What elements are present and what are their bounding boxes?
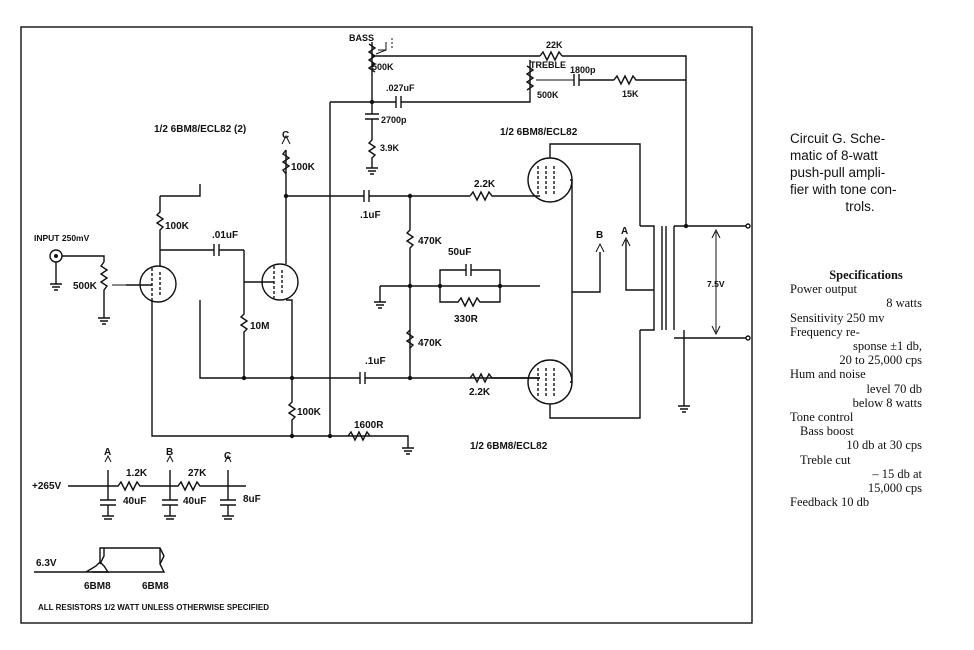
label-470k-top: 470K xyxy=(418,236,443,247)
tube-v4-pentode xyxy=(527,359,573,405)
label-bass: BASS xyxy=(349,33,374,43)
tube-v3-pentode xyxy=(527,157,573,203)
label-2-2k-bottom: 2.2K xyxy=(469,387,491,398)
spec-value: 8 watts xyxy=(886,296,922,311)
label-2700p: 2700p xyxy=(381,115,407,125)
caption-line: trols. xyxy=(845,199,875,214)
label-input: INPUT 250mV xyxy=(34,233,90,243)
spec-row: Hum and noise xyxy=(790,367,866,382)
spec-value: level 70 db xyxy=(866,381,922,396)
spec-row: Treble cut xyxy=(800,452,851,467)
label-1800p: 1800p xyxy=(570,65,596,75)
label-tube-bottom-right: 1/2 6BM8/ECL82 xyxy=(470,441,548,452)
label-heater-2: 6BM8 xyxy=(142,581,169,592)
label-tube-left: 1/2 6BM8/ECL82 (2) xyxy=(154,124,246,135)
label-500k-treble: 500K xyxy=(537,90,559,100)
label-100k-left: 100K xyxy=(165,221,190,232)
spec-value: below 8 watts xyxy=(852,395,922,410)
label-10m: 10M xyxy=(250,321,269,332)
label-500k-input: 500K xyxy=(73,281,98,292)
label-c-top: C xyxy=(282,130,289,141)
label-3-9k: 3.9K xyxy=(380,143,400,153)
label-100k-bottom: 100K xyxy=(297,407,322,418)
label-supply: +265V xyxy=(32,481,62,492)
label-treble: TREBLE xyxy=(530,60,566,70)
label-node-a: A xyxy=(104,447,111,458)
spec-value: 15,000 cps xyxy=(867,481,922,496)
tube-v1-triode xyxy=(139,265,177,303)
spec-row: Feedback 10 db xyxy=(790,495,870,510)
power-supply xyxy=(34,454,246,573)
spec-row: Frequency re- xyxy=(790,324,860,339)
spec-value: – 15 db at xyxy=(872,466,922,481)
label-1uf-top: .1uF xyxy=(360,210,381,221)
label-7-5v: 7.5V xyxy=(707,279,725,289)
spec-row: Tone control xyxy=(790,410,854,425)
spec-row: Bass boost xyxy=(800,424,854,439)
phase-splitter xyxy=(244,134,470,442)
figure-caption: Circuit G. Sche- matic of 8-watt push-pu… xyxy=(790,130,930,215)
label-100k-top: 100K xyxy=(291,162,316,173)
tone-control-section xyxy=(329,38,687,436)
label-22k: 22K xyxy=(546,40,563,50)
spec-value: 10 db at 30 cps xyxy=(846,438,922,453)
label-27k: 27K xyxy=(188,468,207,479)
caption-line: fier with tone con- xyxy=(790,182,897,197)
label-470k-bottom: 470K xyxy=(418,338,443,349)
spec-row: Sensitivity 250 mv xyxy=(790,310,885,325)
label-tube-top-right: 1/2 6BM8/ECL82 xyxy=(500,127,578,138)
label-footnote: ALL RESISTORS 1/2 WATT UNLESS OTHERWISE … xyxy=(38,603,269,612)
label-heater-1: 6BM8 xyxy=(84,581,111,592)
spec-value: 20 to 25,000 cps xyxy=(839,353,922,368)
specs-heading: Specifications xyxy=(829,268,903,282)
schematic-frame xyxy=(20,26,753,624)
label-40uf-1: 40uF xyxy=(123,496,146,507)
label-6-3v: 6.3V xyxy=(36,558,57,569)
label-50uf: 50uF xyxy=(448,247,471,258)
schematic-labels: BASS TREBLE 22K 500K 500K 1800p 15K .027… xyxy=(32,33,725,612)
label-node-c: C xyxy=(224,451,231,462)
label-1600r: 1600R xyxy=(354,420,384,431)
label-a-out: A xyxy=(621,226,628,237)
spec-value: sponse ±1 db, xyxy=(852,339,922,354)
label-node-b: B xyxy=(166,447,173,458)
label-2-2k-top: 2.2K xyxy=(474,179,496,190)
label-01uf: .01uF xyxy=(212,230,238,241)
label-1uf-bottom: .1uF xyxy=(365,356,386,367)
label-027uf: .027uF xyxy=(386,83,415,93)
label-b-out: B xyxy=(596,230,603,241)
spec-row: Power output xyxy=(790,282,858,297)
output-stage xyxy=(374,143,751,419)
specifications-panel: Specifications Power output 8 watts Sens… xyxy=(790,268,922,509)
label-15k: 15K xyxy=(622,89,639,99)
caption-line: push-pull ampli- xyxy=(790,165,886,180)
label-500k-bass: 500K xyxy=(372,62,394,72)
label-330r: 330R xyxy=(454,314,479,325)
caption-line: Circuit G. Sche- xyxy=(790,131,886,146)
label-40uf-2: 40uF xyxy=(183,496,206,507)
label-1-2k: 1.2K xyxy=(126,468,148,479)
caption-line: matic of 8-watt xyxy=(790,148,878,163)
label-8uf: 8uF xyxy=(243,494,261,505)
